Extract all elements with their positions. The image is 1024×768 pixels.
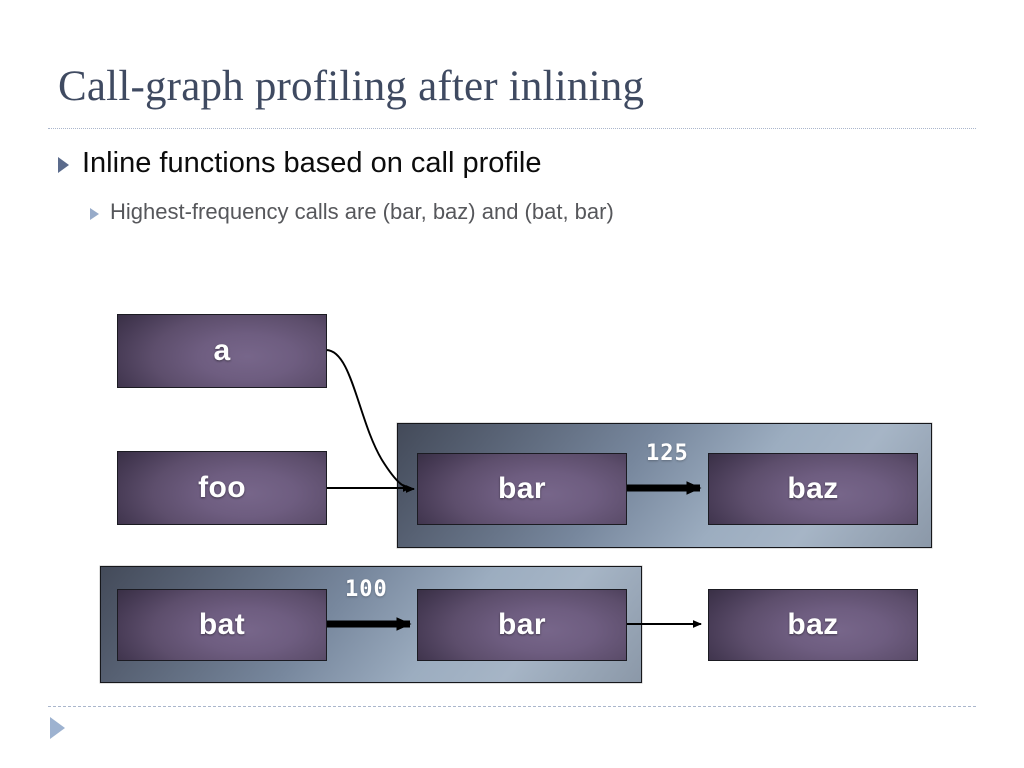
node-a-label: a — [213, 334, 231, 367]
bullet-item-level-2: Highest-frequency calls are (bar, baz) a… — [90, 199, 614, 225]
bullet-level-2-text: Highest-frequency calls are (bar, baz) a… — [110, 199, 614, 224]
bullet-item-level-1: Inline functions based on call profile — [58, 146, 541, 180]
node-bat[interactable]: bat — [117, 589, 327, 661]
title-divider — [48, 128, 976, 129]
node-foo-label: foo — [198, 471, 246, 504]
node-a[interactable]: a — [117, 314, 327, 388]
node-bar-bottom[interactable]: bar — [417, 589, 627, 661]
node-bar-bottom-label: bar — [498, 608, 546, 641]
node-baz-bottom-label: baz — [787, 608, 839, 641]
node-baz-top-label: baz — [787, 472, 839, 505]
footer-triangle-icon — [50, 717, 65, 739]
bullet-level-1-text: Inline functions based on call profile — [82, 147, 542, 179]
sub-bullet-triangle-icon — [90, 208, 99, 220]
node-baz-top[interactable]: baz — [708, 453, 918, 525]
node-bar-top[interactable]: bar — [417, 453, 627, 525]
node-foo[interactable]: foo — [117, 451, 327, 525]
node-baz-bottom[interactable]: baz — [708, 589, 918, 661]
edge-label-100: 100 — [345, 577, 388, 602]
footer-divider — [48, 706, 976, 707]
node-bar-top-label: bar — [498, 472, 546, 505]
bullet-triangle-icon — [58, 157, 69, 173]
edge-label-125: 125 — [646, 441, 689, 466]
page-title: Call-graph profiling after inlining — [58, 63, 645, 110]
node-bat-label: bat — [198, 608, 246, 641]
